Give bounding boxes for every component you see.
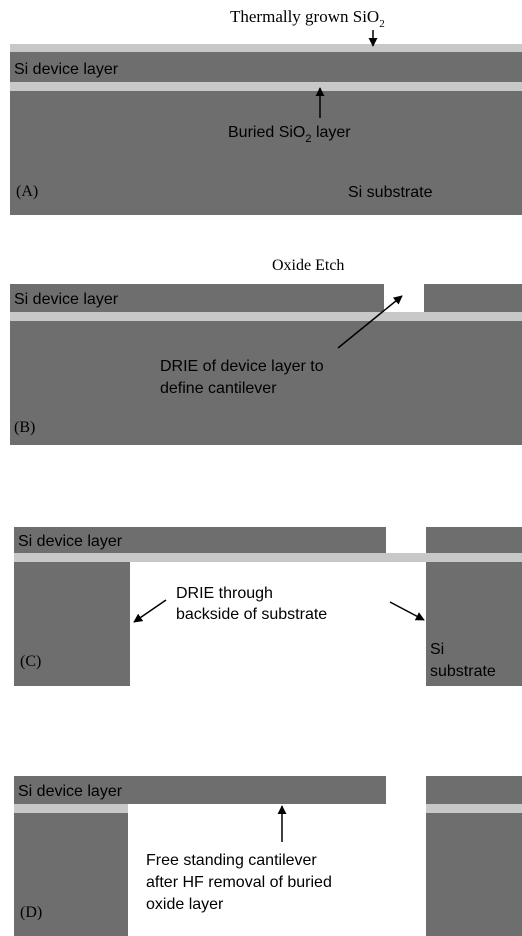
drie-label-line2: backside of substrate [176,606,327,623]
drie-arrow-left [133,599,167,623]
device-layer-label: Si device layer [14,61,119,78]
panel-d: Si device layer Free standing cantilever… [14,776,522,936]
buried-oxide-layer [14,553,522,562]
buried-oxide-left [14,804,128,813]
panel-d-label: (D) [20,904,42,921]
buried-oxide-layer [10,312,522,321]
note-line3: oxide layer [146,896,224,913]
oxide-etch-label: Oxide Etch [272,257,344,274]
substrate-label-line2: substrate [430,663,496,680]
panel-b-label: (B) [14,419,35,436]
note-line2: after HF removal of buried [146,874,332,891]
panel-c-label: (C) [20,653,41,670]
substrate-left [14,562,130,686]
drie-arrow [337,295,403,349]
drie-label-line1: DRIE through [176,585,273,602]
substrate [10,91,522,215]
buried-oxide-label: Buried SiO2 layer [228,124,351,145]
device-layer-cantilever [14,776,386,804]
device-layer-label: Si device layer [18,533,123,550]
panel-a: Thermally grown SiO2 Si device layer Bur… [10,7,522,215]
drie-arrow-right [389,601,425,621]
device-layer-right [426,527,522,553]
device-layer-left [14,527,386,553]
drie-label-line2: define cantilever [160,380,277,397]
buried-oxide-layer [10,82,522,91]
thermal-oxide-label: Thermally grown SiO2 [230,7,385,30]
panel-b: Oxide Etch Si device layer DRIE of devic… [10,257,522,445]
substrate-label: Si substrate [348,184,433,201]
device-layer [10,52,522,82]
device-layer-right [424,284,522,312]
device-layer-left [10,284,384,312]
substrate-right [426,562,522,686]
substrate-label-line1: Si [430,641,444,658]
device-layer-right [426,776,522,804]
device-layer-label: Si device layer [14,291,119,308]
panel-c: Si device layer DRIE through backside of… [14,527,522,686]
substrate-left [14,813,128,936]
note-line1: Free standing cantilever [146,852,317,869]
device-layer-label: Si device layer [18,783,123,800]
drie-label-line1: DRIE of device layer to [160,358,324,375]
buried-oxide-right [426,804,522,813]
substrate-right [426,813,522,936]
panel-a-label: (A) [16,183,38,200]
substrate [10,321,522,445]
thermal-oxide-layer [10,44,522,52]
